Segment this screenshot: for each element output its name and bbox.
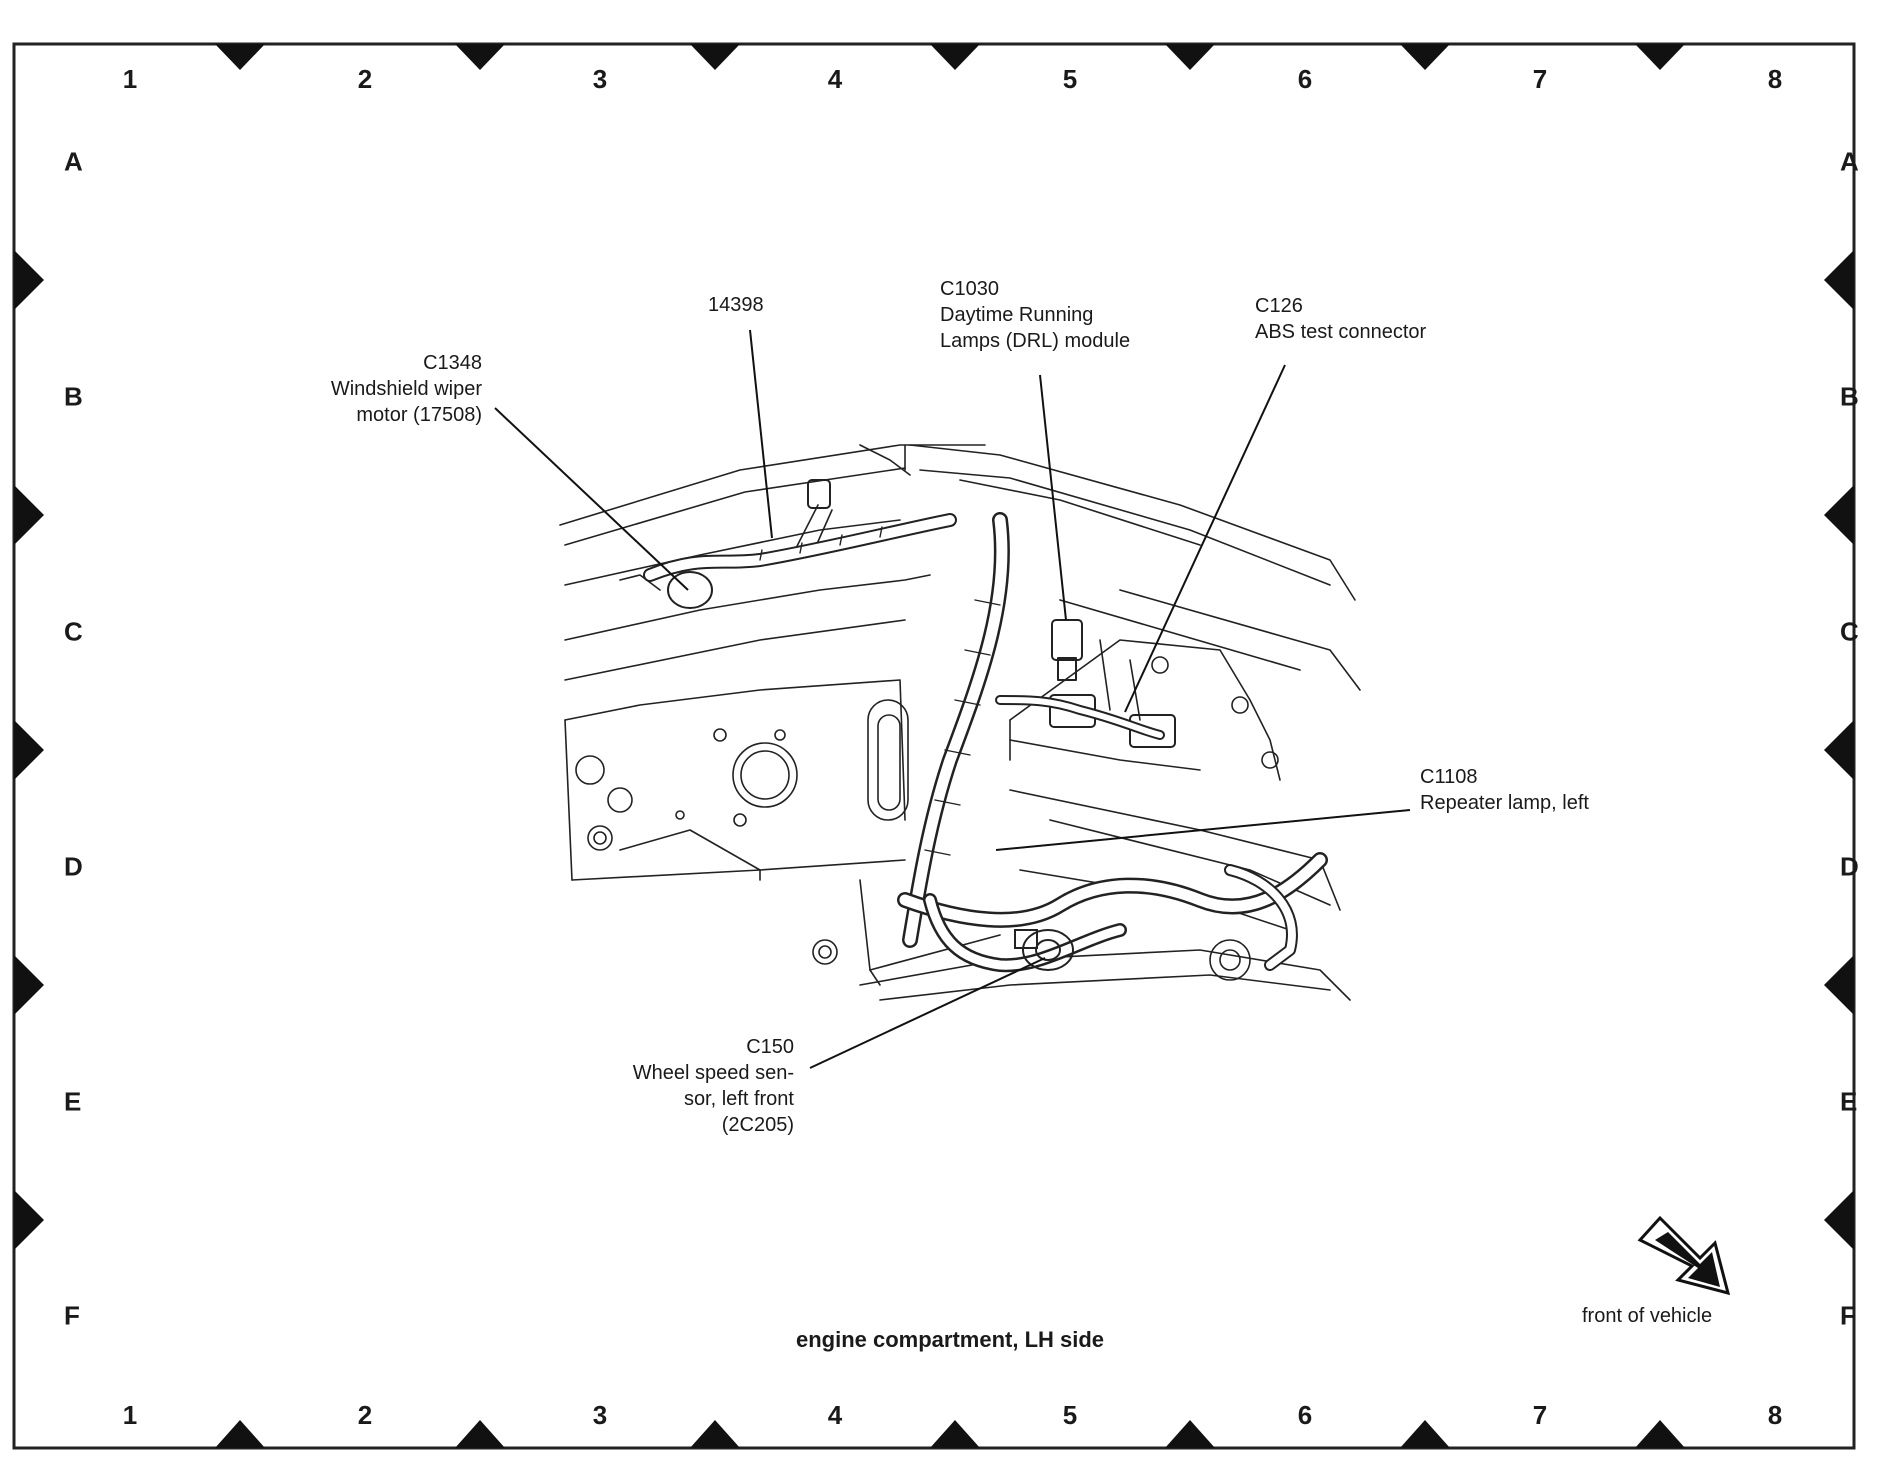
c150-connector-drawing bbox=[1014, 929, 1074, 971]
grid-row-b-left: B bbox=[64, 381, 83, 412]
c1348-line1: Windshield wiper bbox=[330, 378, 482, 400]
grid-col-8-bottom: 8 bbox=[1767, 1400, 1783, 1430]
callout-14398: 14398 bbox=[708, 292, 764, 318]
c150-id: C150 bbox=[746, 1036, 794, 1058]
page-frame bbox=[12, 42, 1856, 1450]
grid-col-4-top: 4 bbox=[827, 64, 843, 94]
p14398-leader bbox=[749, 329, 773, 539]
callout-c1030: C1030 Daytime Running Lamps (DRL) module bbox=[940, 276, 1130, 354]
grid-col-8-top: 8 bbox=[1767, 64, 1783, 94]
grid-col-4-bottom: 4 bbox=[827, 1400, 843, 1430]
c1030-line1: Daytime Running bbox=[940, 304, 1094, 326]
p14398-id: 14398 bbox=[708, 294, 764, 316]
callout-c1108: C1108 Repeater lamp, left bbox=[1420, 764, 1589, 816]
callout-c126: C126 ABS test connector bbox=[1255, 293, 1426, 345]
grid-row-f-right: F bbox=[1840, 1300, 1856, 1331]
c150-leader bbox=[809, 957, 1046, 1069]
top-grid-markers bbox=[215, 44, 1685, 70]
c150-line2: sor, left front bbox=[683, 1088, 794, 1110]
c150-line1: Wheel speed sen- bbox=[632, 1062, 794, 1084]
grid-row-c-left: C bbox=[64, 616, 83, 647]
c1348-id: C1348 bbox=[423, 352, 482, 374]
right-grid-markers bbox=[1824, 250, 1854, 1250]
grid-row-b-right: B bbox=[1840, 381, 1859, 412]
grid-row-d-right: D bbox=[1840, 851, 1859, 882]
grid-col-3-top: 3 bbox=[592, 64, 608, 94]
c1348-leader bbox=[494, 407, 689, 591]
grid-col-1-top: 1 bbox=[122, 64, 138, 94]
grid-row-a-left: A bbox=[64, 146, 83, 177]
grid-col-7-top: 7 bbox=[1532, 64, 1548, 94]
c126-leader bbox=[1124, 364, 1286, 713]
grid-col-3-bottom: 3 bbox=[592, 1400, 608, 1430]
c126-id: C126 bbox=[1255, 295, 1303, 317]
c1030-line2: Lamps (DRL) module bbox=[940, 330, 1131, 352]
grid-col-2-top: 2 bbox=[357, 64, 373, 94]
grid-row-d-left: D bbox=[64, 851, 83, 882]
c126-line1: ABS test connector bbox=[1255, 321, 1427, 343]
c1030-leader bbox=[1039, 374, 1067, 621]
leader-lines bbox=[494, 329, 1411, 1069]
callout-c150: C150 Wheel speed sen- sor, left front (2… bbox=[633, 1034, 794, 1138]
grid-row-e-right: E bbox=[1840, 1086, 1858, 1117]
grid-col-1-bottom: 1 bbox=[122, 1400, 138, 1430]
grid-row-e-left: E bbox=[64, 1086, 82, 1117]
left-grid-markers bbox=[14, 250, 44, 1250]
front-of-vehicle-label: front of vehicle bbox=[1582, 1305, 1713, 1327]
callout-c1348: C1348 Windshield wiper motor (17508) bbox=[331, 350, 482, 428]
grid-col-2-bottom: 2 bbox=[357, 1400, 373, 1430]
grid-row-c-right: C bbox=[1840, 616, 1859, 647]
grid-col-5-top: 5 bbox=[1062, 64, 1078, 94]
wiring-harness bbox=[643, 512, 1328, 973]
c1108-leader bbox=[995, 809, 1411, 851]
grid-col-5-bottom: 5 bbox=[1062, 1400, 1078, 1430]
c1030-id: C1030 bbox=[940, 278, 999, 300]
c1348-line2: motor (17508) bbox=[356, 404, 482, 426]
front-of-vehicle-arrow bbox=[1637, 1215, 1731, 1296]
c150-line3: (2C205) bbox=[721, 1114, 794, 1136]
grid-col-6-bottom: 6 bbox=[1297, 1400, 1313, 1430]
c1108-line1: Repeater lamp, left bbox=[1420, 792, 1589, 814]
engine-compartment-illustration bbox=[559, 444, 1361, 1001]
bottom-grid-markers bbox=[215, 1420, 1685, 1448]
grid-col-7-bottom: 7 bbox=[1532, 1400, 1548, 1430]
diagram-caption: engine compartment, LH side bbox=[795, 1327, 1105, 1352]
grid-col-6-top: 6 bbox=[1297, 64, 1313, 94]
grid-row-f-left: F bbox=[64, 1300, 80, 1331]
grid-row-a-right: A bbox=[1840, 146, 1859, 177]
c1108-id: C1108 bbox=[1420, 766, 1478, 788]
